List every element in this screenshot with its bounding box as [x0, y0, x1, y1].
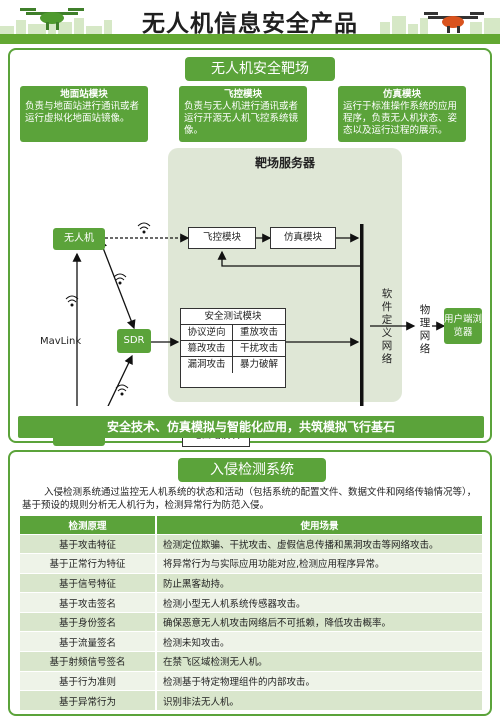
range-banner: 安全技术、仿真模拟与智能化应用，共筑模拟飞行基石 — [18, 416, 484, 438]
security-test-module: 安全测试模块 协议逆向 重放攻击 篡改攻击 干扰攻击 漏洞攻击 暴力破解 — [180, 308, 286, 388]
range-section-title: 无人机安全靶场 — [185, 57, 335, 81]
principle-cell: 基于攻击签名 — [20, 592, 157, 613]
principle-cell: 基于流量签名 — [20, 631, 157, 653]
security-test-title: 安全测试模块 — [181, 309, 285, 325]
test-brute-force: 暴力破解 — [239, 359, 278, 370]
ids-panel: 入侵检测系统 入侵检测系统通过监控无人机系统的状态和活动（包括系统的配置文件、数… — [8, 450, 492, 716]
mavlink-label: MavLink — [40, 336, 82, 347]
scenario-cell: 防止黑客劫持。 — [156, 573, 482, 594]
table-row: 基于身份签名确保恶意无人机攻击网络后不可抵赖，降低攻击概率。 — [20, 612, 482, 633]
principle-cell: 基于攻击特征 — [20, 534, 157, 555]
table-row: 基于攻击签名检测小型无人机系统传感器攻击。 — [20, 592, 482, 613]
simulation-card: 仿真模块 运行于标准操作系统的应用程序，负责无人机状态、姿态以及运行过程的展示。 — [338, 86, 466, 142]
principle-cell: 基于正常行为特征 — [20, 553, 157, 574]
test-protocol-reverse: 协议逆向 — [181, 325, 233, 341]
scenario-cell: 检测定位欺骗、干扰攻击、虚假信息传播和黑洞攻击等网络攻击。 — [156, 534, 482, 555]
table-header-row: 检测原理 使用场景 — [20, 516, 482, 535]
flight-control-module: 飞控模块 — [188, 227, 256, 249]
column-header-scenario: 使用场景 — [156, 516, 482, 535]
scenario-cell: 检测小型无人机系统传感器攻击。 — [156, 592, 482, 613]
card-title: 地面站模块 — [60, 89, 108, 100]
drone-icon-right — [424, 12, 484, 33]
table-row: 基于行为准则检测基于特定物理组件的内部攻击。 — [20, 671, 482, 692]
table-row: 基于异常行为识别非法无人机。 — [20, 690, 482, 711]
table-row: 基于流量签名检测未知攻击。 — [20, 631, 482, 653]
physical-network-label: 物理网络 — [419, 304, 431, 355]
principle-cell: 基于射频信号签名 — [20, 651, 157, 672]
ids-intro: 入侵检测系统通过监控无人机系统的状态和活动（包括系统的配置文件、数据文件和网络传… — [22, 487, 477, 511]
table-row: 基于信号特征防止黑客劫持。 — [20, 573, 482, 594]
ids-section-title: 入侵检测系统 — [178, 458, 326, 482]
sdr-node: SDR — [117, 329, 151, 353]
sdn-bus-bar — [360, 224, 364, 406]
drone-range-panel: 无人机安全靶场 地面站模块 负责与地面站进行通讯或者运行虚拟化地面站镜像。 飞控… — [8, 48, 492, 447]
scenario-cell: 确保恶意无人机攻击网络后不可抵赖，降低攻击概率。 — [156, 612, 482, 633]
principle-cell: 基于身份签名 — [20, 612, 157, 633]
scenario-cell: 将异常行为与实际应用功能对应,检测应用程序异常。 — [156, 553, 482, 574]
principle-cell: 基于信号特征 — [20, 573, 157, 594]
page-header: 无人机信息安全产品 — [0, 0, 500, 44]
card-title: 仿真模块 — [382, 89, 421, 100]
drone-icon-left — [20, 8, 84, 30]
scenario-cell: 在禁飞区域检测无人机。 — [156, 651, 482, 672]
drone-node: 无人机 — [53, 228, 105, 250]
column-header-principle: 检测原理 — [20, 516, 157, 535]
scenario-cell: 识别非法无人机。 — [156, 690, 482, 711]
diagram-connectors — [65, 222, 446, 406]
card-desc: 负责与地面站进行通讯或者运行虚拟化地面站镜像。 — [25, 101, 140, 124]
ground-station-card: 地面站模块 负责与地面站进行通讯或者运行虚拟化地面站镜像。 — [20, 86, 148, 142]
city-skyline-decoration — [0, 8, 500, 36]
table-row: 基于攻击特征检测定位欺骗、干扰攻击、虚假信息传播和黑洞攻击等网络攻击。 — [20, 534, 482, 555]
wireless-icons — [65, 222, 151, 396]
test-tamper-attack: 篡改攻击 — [181, 341, 233, 357]
test-jamming-attack: 干扰攻击 — [233, 341, 285, 357]
ids-table: 检测原理 使用场景 基于攻击特征检测定位欺骗、干扰攻击、虚假信息传播和黑洞攻击等… — [20, 516, 482, 711]
test-replay-attack: 重放攻击 — [233, 325, 285, 341]
card-title: 飞控模块 — [223, 89, 262, 100]
sdn-label: 软件定义网络 — [381, 288, 393, 365]
simulation-module: 仿真模块 — [270, 227, 336, 249]
scenario-cell: 检测基于特定物理组件的内部攻击。 — [156, 671, 482, 692]
card-desc: 运行于标准操作系统的应用程序，负责无人机状态、姿态以及运行过程的展示。 — [343, 101, 458, 136]
scenario-cell: 检测未知攻击。 — [156, 631, 482, 653]
test-vuln-attack: 漏洞攻击 — [181, 357, 233, 373]
principle-cell: 基于行为准则 — [20, 671, 157, 692]
table-row: 基于射频信号签名在禁飞区域检测无人机。 — [20, 651, 482, 672]
header-band — [0, 34, 500, 44]
server-title: 靶场服务器 — [254, 156, 315, 170]
card-desc: 负责与无人机进行通讯或者运行开源无人机飞控系统镜像。 — [184, 101, 299, 136]
page-title: 无人机信息安全产品 — [142, 11, 358, 37]
flight-control-card: 飞控模块 负责与无人机进行通讯或者运行开源无人机飞控系统镜像。 — [179, 86, 307, 142]
range-architecture-diagram: 靶场服务器 — [20, 148, 482, 447]
table-row: 基于正常行为特征将异常行为与实际应用功能对应,检测应用程序异常。 — [20, 553, 482, 574]
principle-cell: 基于异常行为 — [20, 690, 157, 711]
user-browser-node: 用户端浏览器 — [444, 308, 482, 344]
